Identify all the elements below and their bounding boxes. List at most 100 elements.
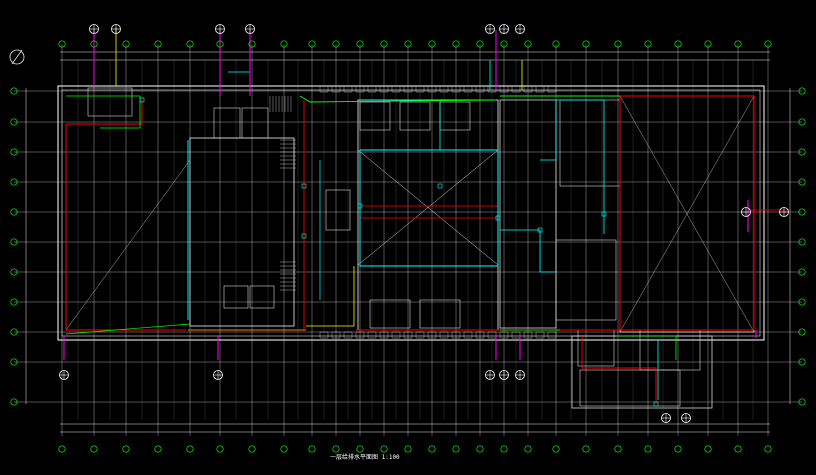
- wall-pier: [439, 331, 449, 339]
- axis-bubble-right: [798, 87, 806, 95]
- room: [439, 101, 471, 131]
- axis-bubble-right: [798, 358, 806, 366]
- wall-pier: [367, 85, 377, 93]
- axis-bubble-top: [452, 40, 460, 48]
- axis-bubble-top: [404, 40, 412, 48]
- wall-pier: [427, 85, 437, 93]
- wall-pier: [403, 331, 413, 339]
- axis-bubble-right: [798, 148, 806, 156]
- drain-pipe: [65, 323, 191, 335]
- axis-bubble-top: [308, 40, 316, 48]
- axis-bubble-top: [614, 40, 622, 48]
- building-inner-outline: [61, 89, 761, 337]
- axis-bubble-bottom: [332, 445, 340, 453]
- wall-pier: [523, 85, 533, 93]
- axis-bubble-bottom: [380, 445, 388, 453]
- valve-symbol: [495, 215, 501, 221]
- axis-bubble-right: [798, 398, 806, 406]
- wall-pier: [355, 331, 365, 339]
- column-grid: [14, 44, 802, 436]
- axis-bubble-bottom: [582, 445, 590, 453]
- axis-bubble-bottom: [58, 445, 66, 453]
- axis-bubble-top: [764, 40, 772, 48]
- axis-bubble-top: [58, 40, 66, 48]
- axis-bubble-left: [10, 87, 18, 95]
- room: [241, 107, 269, 139]
- axis-bubble-bottom: [122, 445, 130, 453]
- valve-symbol: [601, 211, 607, 217]
- wall-pier: [415, 331, 425, 339]
- axis-bubble-top: [356, 40, 364, 48]
- valve-symbol: [139, 97, 145, 103]
- wall-pier: [439, 85, 449, 93]
- axis-bubble-bottom: [404, 445, 412, 453]
- wall-pier: [367, 331, 377, 339]
- axis-bubble-top: [248, 40, 256, 48]
- valve-symbol: [537, 227, 543, 233]
- axis-bubble-top: [500, 40, 508, 48]
- wall-pier: [487, 331, 497, 339]
- axis-bubble-bottom: [280, 445, 288, 453]
- axis-bubble-bottom: [476, 445, 484, 453]
- axis-bubble-top: [704, 40, 712, 48]
- axis-bubble-top: [428, 40, 436, 48]
- room: [359, 101, 391, 131]
- north-arrow-icon: [9, 49, 25, 65]
- room: [419, 299, 461, 329]
- wall-pier: [379, 331, 389, 339]
- room: [399, 101, 431, 131]
- drain-pipe: [66, 95, 141, 129]
- room: [213, 107, 241, 139]
- room: [369, 299, 411, 329]
- wall-pier: [463, 85, 473, 93]
- axis-bubble-top: [476, 40, 484, 48]
- axis-bubble-top: [734, 40, 742, 48]
- wall-pier: [427, 331, 437, 339]
- wall-pier: [379, 85, 389, 93]
- room: [555, 239, 617, 321]
- axis-bubble-bottom: [704, 445, 712, 453]
- axis-bubble-top: [380, 40, 388, 48]
- wall-pier: [535, 85, 545, 93]
- wall-pier: [343, 85, 353, 93]
- riser-symbols: [59, 24, 789, 423]
- axis-bubble-top: [582, 40, 590, 48]
- axis-bubble-top: [90, 40, 98, 48]
- axis-bubble-bottom: [248, 445, 256, 453]
- drain-pipe: [299, 95, 497, 103]
- axis-bubble-right: [798, 268, 806, 276]
- wall-pier: [511, 85, 521, 93]
- axis-bubble-left: [10, 118, 18, 126]
- axis-bubble-top: [552, 40, 560, 48]
- axis-bubble-right: [798, 328, 806, 336]
- cold-water-loop: [359, 149, 499, 267]
- axis-bubble-top: [216, 40, 224, 48]
- cold-water-pipe: [360, 99, 441, 150]
- wall-pier: [523, 331, 533, 339]
- axis-bubble-bottom: [764, 445, 772, 453]
- axis-bubble-right: [798, 208, 806, 216]
- axis-bubble-top: [332, 40, 340, 48]
- axis-bubble-bottom: [428, 445, 436, 453]
- cold-water-pipe: [540, 99, 605, 214]
- axis-bubble-bottom: [186, 445, 194, 453]
- valve-symbol: [357, 203, 363, 209]
- wall-pier: [331, 85, 341, 93]
- axis-bubble-right: [798, 238, 806, 246]
- annex-outline: [571, 335, 713, 409]
- fire-main-pipe: [66, 100, 143, 125]
- wall-pier: [451, 85, 461, 93]
- wall-pier: [511, 331, 521, 339]
- axis-bubble-bottom: [614, 445, 622, 453]
- wall-pier: [499, 331, 509, 339]
- diagonal: [65, 159, 191, 331]
- room: [87, 87, 133, 117]
- wall-pier: [475, 85, 485, 93]
- hall-left: [189, 137, 295, 327]
- axis-bubble-bottom: [734, 445, 742, 453]
- pipe-network: [63, 28, 790, 404]
- axis-bubble-bottom: [552, 445, 560, 453]
- core-right: [499, 99, 557, 329]
- room: [223, 285, 249, 309]
